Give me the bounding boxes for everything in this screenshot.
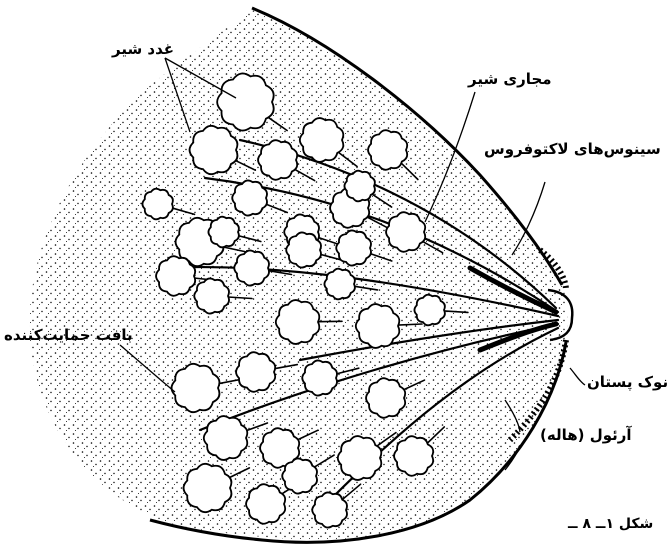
lobule-outline xyxy=(366,378,405,418)
lobule-outline xyxy=(302,360,337,395)
lobule-12 xyxy=(156,256,195,296)
lobule-outline xyxy=(282,458,317,493)
lobule-24 xyxy=(366,378,405,418)
lobule-outline xyxy=(300,118,344,162)
lobule-19 xyxy=(414,295,444,326)
label-milk-ducts: مجاری شیر xyxy=(468,72,552,87)
lobule-outline xyxy=(368,130,407,170)
figure-caption: شکل ۱ــ ۸ ــ xyxy=(568,517,653,531)
label-milk-glands: غدد شیر xyxy=(112,42,174,57)
lobule-30 xyxy=(184,464,232,512)
lobule-outline xyxy=(276,300,320,344)
label-nipple: نوک پستان xyxy=(587,375,667,390)
lobule-32 xyxy=(312,492,347,527)
label-lactiferous-sinuses: سینوس‌های لاکتوفروس xyxy=(484,142,661,157)
lobule-1 xyxy=(217,73,274,130)
lobule-outline xyxy=(194,278,229,313)
lobule-5 xyxy=(368,130,407,170)
lobule-outline xyxy=(172,364,220,412)
lobule-outline xyxy=(246,484,285,524)
lobule-outline xyxy=(232,180,267,215)
label-areola: آرئول (هاله) xyxy=(540,428,632,443)
lobule-outline xyxy=(236,352,275,392)
label-supporting-tissue: بافت حمایت‌کننده xyxy=(4,328,133,343)
lobule-outline xyxy=(394,436,433,476)
lobule-outline xyxy=(386,212,425,252)
lobule-outline xyxy=(156,256,195,296)
lobule-4 xyxy=(300,118,344,162)
lobule-7 xyxy=(386,212,425,252)
lobule-33 xyxy=(142,189,172,220)
lobule-15 xyxy=(286,232,321,267)
lobule-22 xyxy=(236,352,275,392)
lobule-outline xyxy=(324,269,354,300)
lobule-16 xyxy=(336,230,371,265)
lobule-outline xyxy=(258,140,297,180)
lobule-outline xyxy=(217,73,274,130)
ductule-18 xyxy=(398,324,422,325)
leader-nipple xyxy=(570,368,585,385)
lobule-outline xyxy=(414,295,444,326)
lobule-14 xyxy=(234,250,269,285)
lobule-11 xyxy=(208,217,238,248)
lobule-21 xyxy=(172,364,220,412)
lobule-outline xyxy=(336,230,371,265)
lobule-outline xyxy=(312,492,347,527)
lobule-9 xyxy=(232,180,267,215)
lobule-28 xyxy=(338,436,382,480)
lobule-29 xyxy=(394,436,433,476)
lobule-31 xyxy=(246,484,285,524)
lobule-outline xyxy=(190,126,238,174)
lobule-outline xyxy=(184,464,232,512)
lobule-23 xyxy=(302,360,337,395)
lobule-outline xyxy=(208,217,238,248)
lobule-34 xyxy=(344,171,374,202)
lobule-outline xyxy=(356,304,400,348)
lobule-3 xyxy=(258,140,297,180)
lobule-outline xyxy=(204,416,248,460)
lobule-27 xyxy=(282,458,317,493)
lobule-25 xyxy=(204,416,248,460)
lobule-13 xyxy=(194,278,229,313)
lobule-outline xyxy=(344,171,374,202)
lobule-17 xyxy=(276,300,320,344)
lobule-2 xyxy=(190,126,238,174)
lobule-outline xyxy=(286,232,321,267)
lobule-18 xyxy=(356,304,400,348)
lobule-outline xyxy=(234,250,269,285)
lobule-outline xyxy=(142,189,172,220)
lobule-outline xyxy=(338,436,382,480)
lobule-20 xyxy=(324,269,354,300)
